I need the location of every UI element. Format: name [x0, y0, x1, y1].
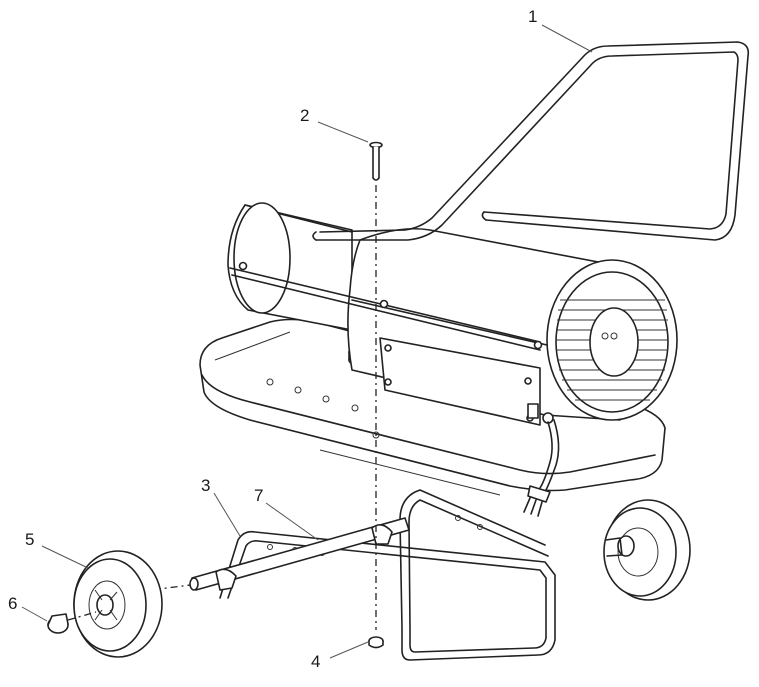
control-panel	[379, 337, 541, 426]
callout-7: 7	[254, 486, 263, 505]
leader-5	[41, 545, 89, 569]
power-cord	[523, 412, 560, 517]
callout-2: 2	[300, 106, 309, 125]
callout-1: 1	[528, 7, 537, 26]
leader-1	[541, 24, 593, 53]
nut	[368, 636, 384, 649]
leader-2	[317, 121, 369, 143]
leader-6	[21, 606, 48, 622]
hub-cap	[47, 611, 97, 634]
callout-3: 3	[201, 476, 210, 495]
right-wheel	[603, 499, 691, 601]
callout-6: 6	[8, 594, 17, 613]
fuel-tank	[199, 318, 666, 496]
wheel-frame	[219, 489, 556, 661]
wheel	[73, 550, 163, 658]
handle	[312, 41, 750, 241]
leader-3	[213, 492, 241, 537]
bolt	[369, 141, 383, 181]
leader-7	[265, 502, 319, 541]
power-switch	[527, 403, 539, 419]
axle	[119, 517, 410, 595]
callout-5: 5	[25, 530, 34, 549]
callout-4: 4	[311, 652, 320, 671]
leader-4	[329, 641, 369, 659]
